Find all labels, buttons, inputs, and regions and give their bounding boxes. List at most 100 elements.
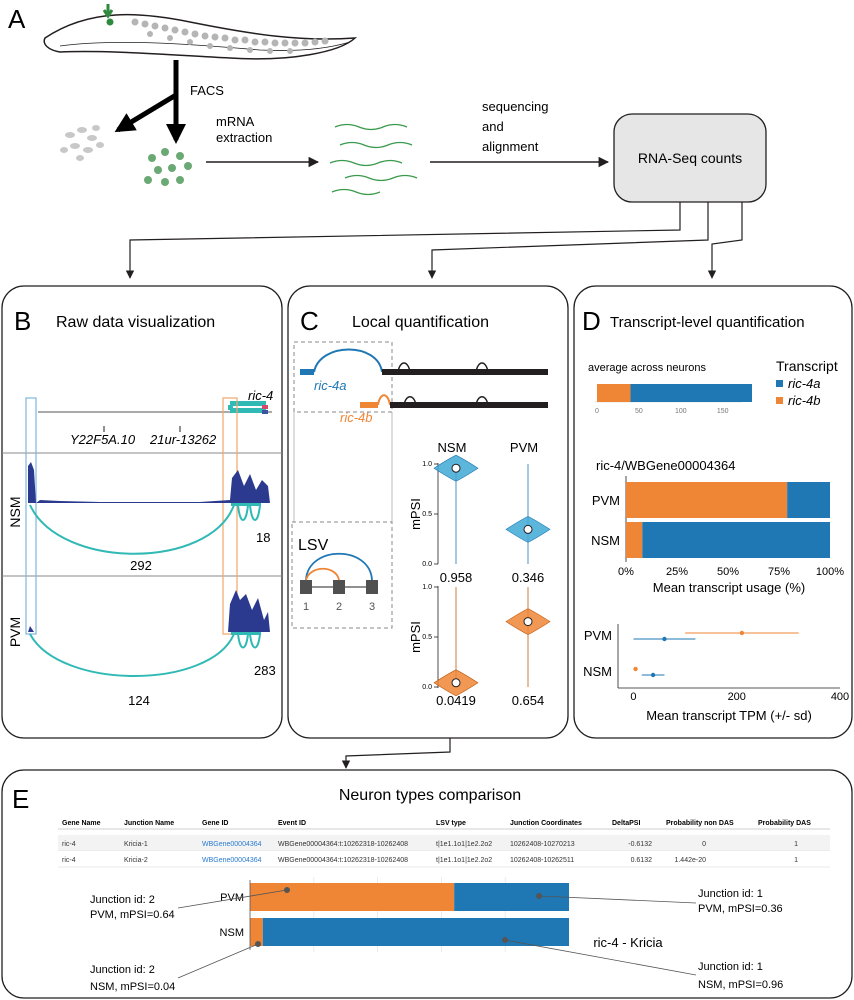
table-header-cell[interactable]: Junction Name	[124, 820, 174, 827]
avg-bar-ric-4b	[597, 384, 631, 402]
lsv-bar-PVM-j2[interactable]	[250, 883, 455, 911]
table-cell: WBGene00004364:t:10262318-10262408	[278, 841, 408, 848]
panel-b-letter: B	[14, 306, 31, 336]
table-cell: 0	[702, 841, 706, 848]
seq-label-2: and	[482, 119, 504, 134]
table-header-cell[interactable]: Gene Name	[62, 820, 101, 827]
gene-id-link[interactable]: WBGene00004364	[202, 857, 262, 864]
ric4-gene-model	[228, 401, 268, 414]
legend-label-a: ric-4a	[788, 376, 821, 391]
counts-box	[613, 113, 767, 203]
lsv-exon-1	[300, 580, 312, 594]
violin-bottom-ylabel: mPSI	[408, 621, 423, 653]
nsm-count-short: 18	[256, 530, 270, 545]
tpm-point-NSM-ric-4b	[633, 666, 638, 672]
lsv-junction-long	[305, 552, 373, 581]
worm-cells	[131, 18, 329, 54]
panel-d: D Transcript-level quantification averag…	[573, 285, 853, 739]
violin-median-NSM-ric-4a	[451, 463, 461, 473]
track-label-pvm: PVM	[7, 617, 23, 647]
panel-b-frame	[1, 285, 283, 739]
avg-chart-title: average across neurons	[588, 362, 707, 374]
lsv-bar-NSM-j1[interactable]	[262, 918, 569, 946]
lsv-bar-PVM-j1[interactable]	[454, 883, 569, 911]
violin-top-ytick-05: 0.5	[422, 511, 432, 518]
legend-label-b: ric-4b	[788, 393, 821, 408]
worm-gut	[59, 41, 351, 51]
gene-label-y22: Y22F5A.10	[70, 432, 136, 447]
panel-b: B Raw data visualization ric-4 Y22F5A.10…	[1, 285, 283, 739]
tpm-xlabel: Mean transcript TPM (+/- sd)	[646, 708, 812, 723]
table-header-cell[interactable]: Probability DAS	[758, 820, 811, 827]
lsv-exon-2	[333, 580, 345, 594]
anno-pvm-j1-line2: PVM, mPSI=0.36	[698, 903, 783, 915]
tpm-point-PVM-ric-4a	[662, 636, 667, 642]
arrow-to-e	[341, 738, 451, 769]
anno-nsm-j2-line1: Junction id: 2	[90, 964, 155, 976]
table-cell: 1.442e-20	[674, 857, 706, 864]
lsv-annotation-marker	[284, 887, 290, 893]
worm-body	[43, 13, 358, 60]
anno-nsm-j1-line2: NSM, mPSI=0.96	[698, 979, 783, 991]
lsv-annotation-leader	[177, 889, 288, 909]
panel-a: A FACS	[8, 4, 767, 279]
gfp-cell	[106, 18, 114, 26]
pvm-exon-bar	[231, 632, 261, 635]
lsv-exon-num-1: 1	[303, 601, 309, 613]
isoform-zoom-box	[293, 341, 393, 413]
anno-pvm-j2-line2: PVM, mPSI=0.64	[90, 909, 175, 921]
sorted-cells	[144, 148, 192, 186]
usage-tick-label: 75%	[768, 566, 790, 578]
table-header-cell[interactable]: Gene ID	[202, 820, 228, 827]
violin-bottom-ytick-05: 0.5	[422, 634, 432, 641]
panel-c: C Local quantification ric-4a ric-4b LSV…	[287, 285, 569, 739]
seq-label-3: alignment	[482, 139, 539, 154]
panel-d-title: Transcript-level quantification	[610, 314, 805, 331]
lsv-bar-NSM-j2[interactable]	[250, 918, 263, 946]
isoform-b-body	[390, 402, 548, 408]
table-cell: 1	[794, 841, 798, 848]
table-header-cell[interactable]: Probability non DAS	[666, 820, 734, 827]
isoform-a-loops	[397, 362, 489, 373]
lsv-annotation-marker	[502, 937, 508, 943]
lsv-annotation-leader	[504, 939, 697, 976]
isoform-a-intron	[313, 348, 383, 373]
tpm-tick-label: 400	[831, 691, 849, 703]
nsm-junction-short	[237, 504, 261, 521]
table-header-cell[interactable]: Junction Coordinates	[510, 820, 582, 827]
gfp-arrow-icon	[102, 4, 114, 19]
table-header-cell[interactable]: Event ID	[278, 820, 306, 827]
nsm-count-long: 292	[130, 558, 152, 573]
avg-tick-label: 50	[635, 408, 643, 415]
gene-id-link[interactable]: WBGene00004364	[202, 841, 262, 848]
panel-b-title: Raw data visualization	[56, 314, 215, 331]
legend-title: Transcript	[776, 358, 838, 374]
table-header-cell[interactable]: DeltaPSI	[612, 820, 640, 827]
tpm-row-label: NSM	[583, 664, 612, 679]
usage-tick-label: 0%	[618, 566, 634, 578]
lsv-label: LSV	[298, 537, 329, 554]
anno-nsm-j2-line2: NSM, mPSI=0.04	[90, 981, 175, 993]
table-row[interactable]	[58, 851, 830, 867]
violin-header-nsm: NSM	[438, 440, 467, 455]
usage-bar-PVM-ric-4b	[626, 482, 788, 518]
violin-value-nsm-a: 0.958	[440, 570, 473, 585]
lsv-junction-short	[305, 567, 340, 581]
usage-bar-NSM-ric-4a	[642, 522, 830, 558]
lsv-annotation-leader	[177, 943, 259, 979]
arrow-to-b	[125, 202, 681, 279]
lsv-annotation-leader	[538, 895, 697, 904]
table-header-cell[interactable]: LSV type	[436, 820, 466, 827]
table-row[interactable]	[58, 835, 830, 851]
tpm-point-NSM-ric-4a	[650, 672, 656, 678]
lsv-exon-3	[366, 580, 378, 594]
violin-median-PVM-ric-4a	[523, 524, 533, 534]
anno-nsm-j1-line1: Junction id: 1	[698, 961, 763, 973]
table-cell: 10262408-10270213	[510, 841, 575, 848]
violin-value-pvm-b: 0.654	[512, 693, 545, 708]
facs-arrow-left	[114, 92, 178, 133]
counts-box-label: RNA-Seq counts	[638, 150, 742, 166]
